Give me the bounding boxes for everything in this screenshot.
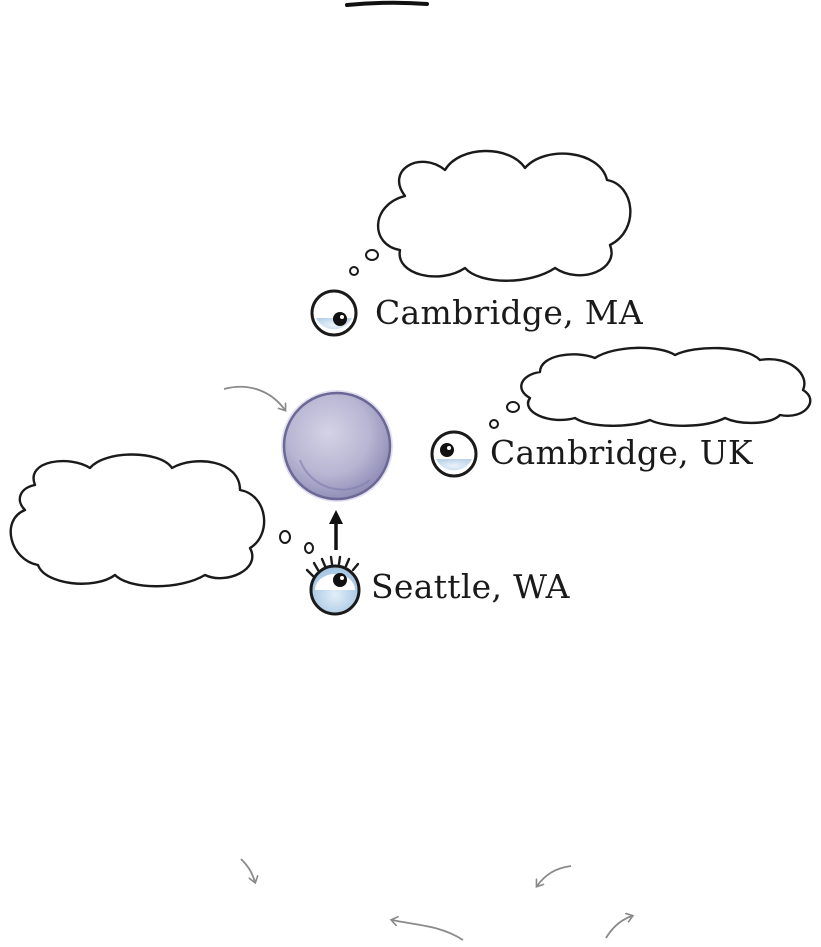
thought-cloud-icon <box>11 455 313 587</box>
thought-cloud-icon <box>490 348 810 428</box>
arrow-icon <box>392 920 463 940</box>
arrow-icon <box>224 387 285 410</box>
eye-with-lashes-icon <box>307 557 359 614</box>
arrow-icon <box>241 859 255 882</box>
cambridge-ma-label: Cambridge, MA <box>375 293 643 332</box>
eye-icon <box>432 432 476 476</box>
arrow-icon <box>329 510 343 550</box>
eye-icon <box>312 291 356 335</box>
heading-underline <box>347 3 427 5</box>
arrow-icon <box>537 866 571 886</box>
ball-icon <box>281 390 393 502</box>
cambridge-uk-label: Cambridge, UK <box>490 433 753 472</box>
thought-cloud-icon <box>350 151 630 281</box>
seattle-wa-label: Seattle, WA <box>371 567 570 606</box>
arrow-icon <box>606 916 632 938</box>
